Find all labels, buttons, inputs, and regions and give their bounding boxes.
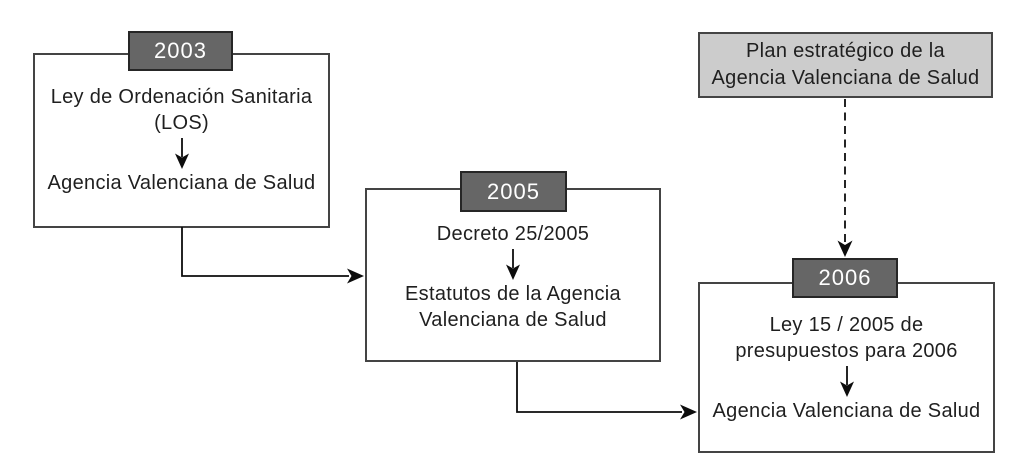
plan-estrategico-box: Plan estratégico de la Agencia Valencian… xyxy=(698,32,993,98)
down-arrow-icon xyxy=(506,249,520,280)
timeline-box-2003: Ley de Ordenación Sanitaria (LOS) Agenci… xyxy=(33,53,330,228)
box-2003-cause-line1: Ley de Ordenación Sanitaria xyxy=(50,86,313,108)
year-tab-2006: 2006 xyxy=(792,258,898,298)
connector-2003-to-2005-arrow xyxy=(181,227,364,284)
plan-box-line2: Agencia Valenciana de Salud xyxy=(711,67,980,89)
box-2003-cause-line2: (LOS) xyxy=(154,112,209,134)
timeline-box-2005: Decreto 25/2005 Estatutos de la Agencia … xyxy=(365,188,661,362)
box-2005-effect-line2: Valenciana de Salud xyxy=(419,309,607,331)
connector-2005-to-2006-arrow xyxy=(516,362,697,420)
box-2005-effect-line1: Estatutos de la Agencia xyxy=(405,283,621,305)
plan-box-line1: Plan estratégico de la xyxy=(746,40,945,62)
year-tab-2003: 2003 xyxy=(128,31,233,71)
box-2003-effect-line1: Agencia Valenciana de Salud xyxy=(47,172,316,194)
box-2005-cause-line1: Decreto 25/2005 xyxy=(436,223,590,245)
box-2006-cause-line2: presupuestos para 2006 xyxy=(735,340,958,362)
connector-plan-to-2006-dashed-arrow xyxy=(837,99,853,257)
down-arrow-icon xyxy=(839,366,854,397)
box-2006-effect-line1: Agencia Valenciana de Salud xyxy=(712,400,981,422)
box-2006-cause-line1: Ley 15 / 2005 de xyxy=(769,314,924,336)
timeline-box-2006: Ley 15 / 2005 de presupuestos para 2006 … xyxy=(698,282,995,453)
down-arrow-icon xyxy=(174,138,189,169)
year-tab-2005: 2005 xyxy=(460,171,567,212)
